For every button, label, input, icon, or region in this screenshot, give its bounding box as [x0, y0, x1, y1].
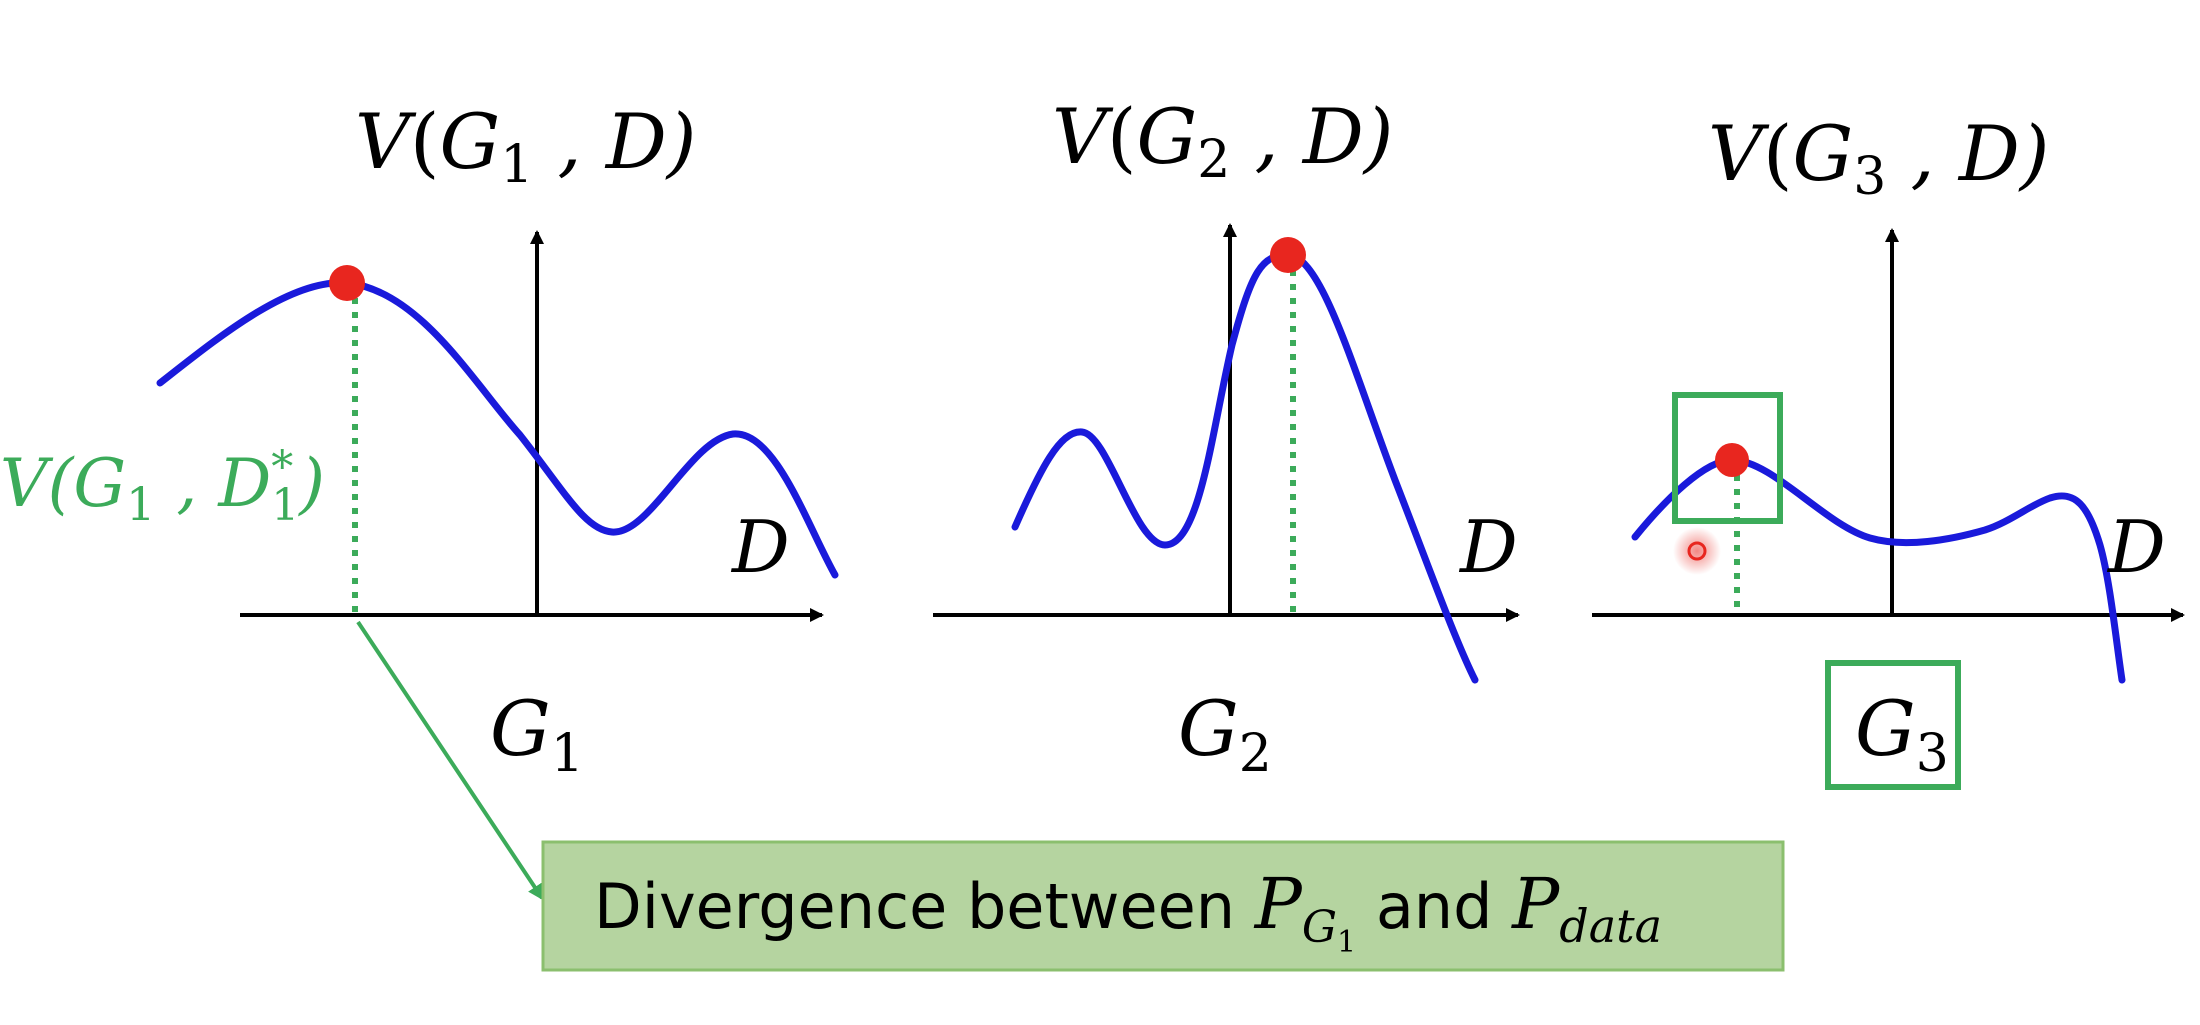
- panel-g1-generator-label: G1: [490, 684, 584, 784]
- panel-g1-value-curve: [156, 279, 839, 579]
- panel-g2-title: V(G2 , D): [1052, 92, 1393, 190]
- panel-g2: V(G2 , D) D G2: [933, 92, 1520, 784]
- pointer-cursor-icon: [1673, 527, 1721, 575]
- panel-g2-generator-label: G2: [1178, 684, 1272, 784]
- panel-g3-axis-label: D: [2106, 505, 2166, 589]
- panel-g2-value-curve: [1011, 251, 1479, 684]
- panel-g3-generator-highlight-box: [1825, 660, 1961, 790]
- panel-g1-title: V(G1 , D): [355, 97, 696, 195]
- divergence-box-text: Divergence between PG1 and Pdata: [594, 863, 1662, 960]
- panel-g3-title: V(G3 , D): [1708, 109, 2049, 207]
- panel-g3-max-point: [1715, 443, 1749, 477]
- panel-g3: V(G3 , D) D G3: [1592, 109, 2185, 790]
- panel-g1: V(G1 , D) D G1 V(G1 , D*1): [0, 97, 839, 901]
- divergence-box: Divergence between PG1 and Pdata: [541, 840, 1785, 972]
- panel-g1-max-point: [329, 265, 365, 301]
- max-value-label: V(G1 , D*1): [0, 442, 325, 531]
- panel-g1-axis-label: D: [730, 505, 790, 589]
- panel-g3-generator-label: G3: [1855, 684, 1949, 784]
- divergence-connector-arrow: [356, 620, 544, 901]
- panel-g2-max-point: [1270, 237, 1306, 273]
- panel-g3-max-highlight-box: [1672, 392, 1783, 524]
- panel-g2-axis-label: D: [1458, 505, 1518, 589]
